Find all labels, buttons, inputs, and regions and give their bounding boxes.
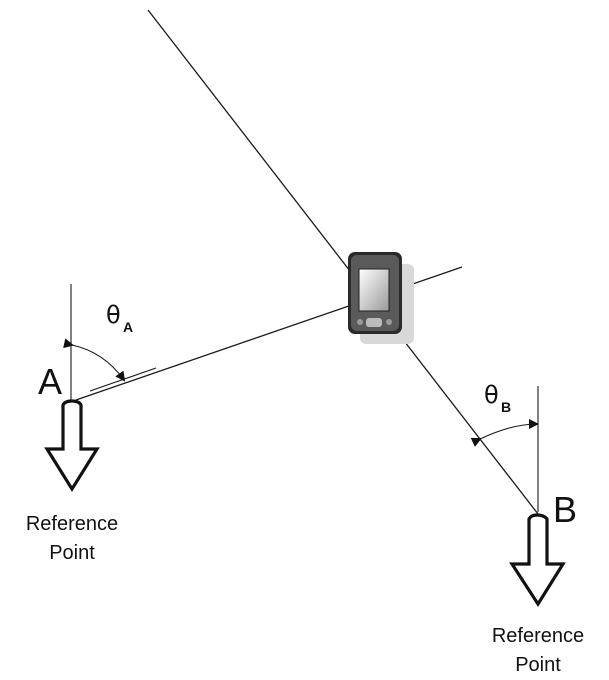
line-through-device xyxy=(147,9,539,515)
reference-point-b-line1: Reference xyxy=(492,625,584,647)
theta-b-subscript: B xyxy=(501,399,511,415)
reference-point-a-line1: Reference xyxy=(26,513,118,535)
reference-point-b-line2: Point xyxy=(515,654,561,676)
angle-arc-a xyxy=(63,338,126,382)
point-b-label: B xyxy=(553,489,577,530)
theta-a-symbol: θ xyxy=(106,301,121,329)
theta-b-symbol: θ xyxy=(484,381,499,409)
theta-a-subscript: A xyxy=(123,319,133,335)
pda-handheld-icon xyxy=(348,252,414,344)
reference-arrow-a xyxy=(44,399,100,493)
angle-arc-b xyxy=(470,419,539,447)
reference-point-a-line2: Point xyxy=(49,542,95,564)
point-a-label: A xyxy=(38,361,62,402)
reference-arrow-b xyxy=(509,513,566,607)
